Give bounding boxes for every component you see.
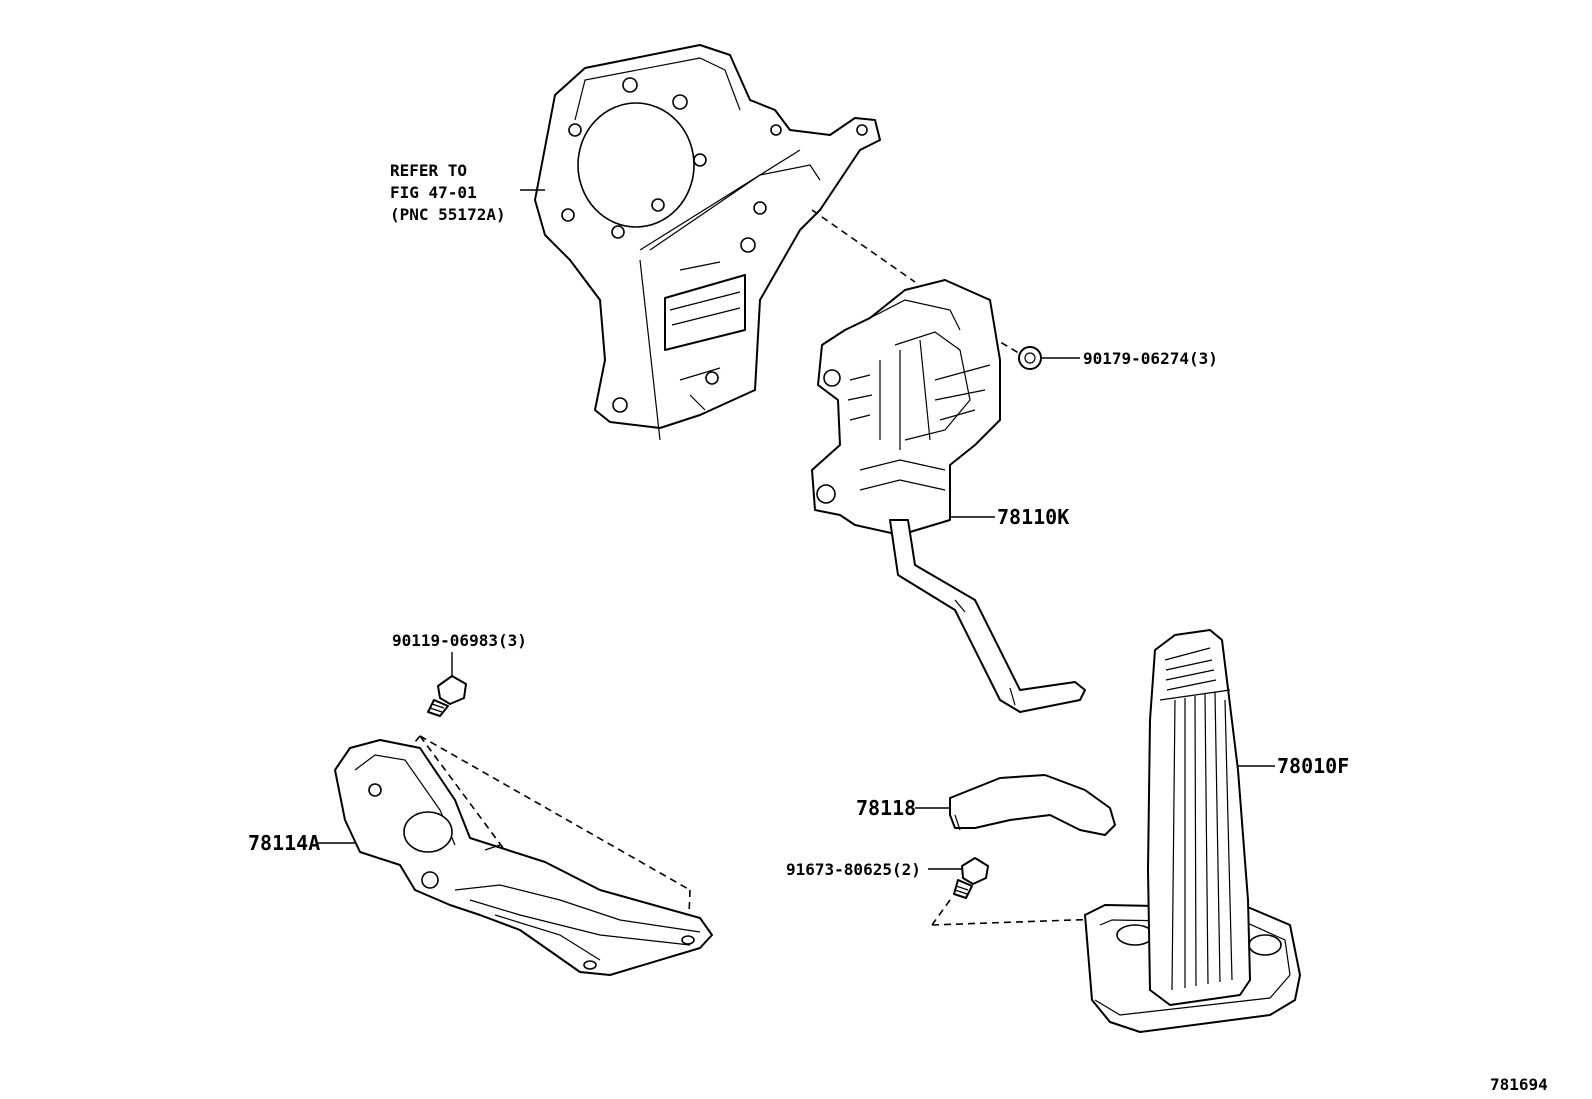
mounting-bracket [534,44,881,441]
left-bolt [427,675,467,717]
pedal-pad [1084,629,1301,1033]
left-bolt-label: 90119-06983(3) [392,631,527,650]
pedal-arm-label: 78110K [997,505,1069,529]
pedal-arm-assembly [811,279,1086,713]
upper-nut-label: 90179-06274(3) [1083,349,1218,368]
cover-part [949,774,1116,836]
screw [953,857,989,899]
illustration-id: 781694 [1490,1075,1548,1094]
alignment-dash-upper [811,209,916,283]
refer-text-line1: REFER TO [390,161,467,180]
dash-screw-pedal [931,917,1131,926]
lower-bracket-label: 78114A [248,831,320,855]
dash-bolt-hole3 [419,735,691,891]
screw-label: 91673-80625(2) [786,860,921,879]
cover-label: 78118 [856,796,916,820]
lower-bracket [334,739,713,976]
refer-text-line2: FIG 47-01 [390,183,477,202]
pedal-pad-label: 78010F [1277,754,1349,778]
upper-nut [1018,346,1042,370]
dash-screw-down [931,899,951,926]
refer-text-line3: (PNC 55172A) [390,205,506,224]
